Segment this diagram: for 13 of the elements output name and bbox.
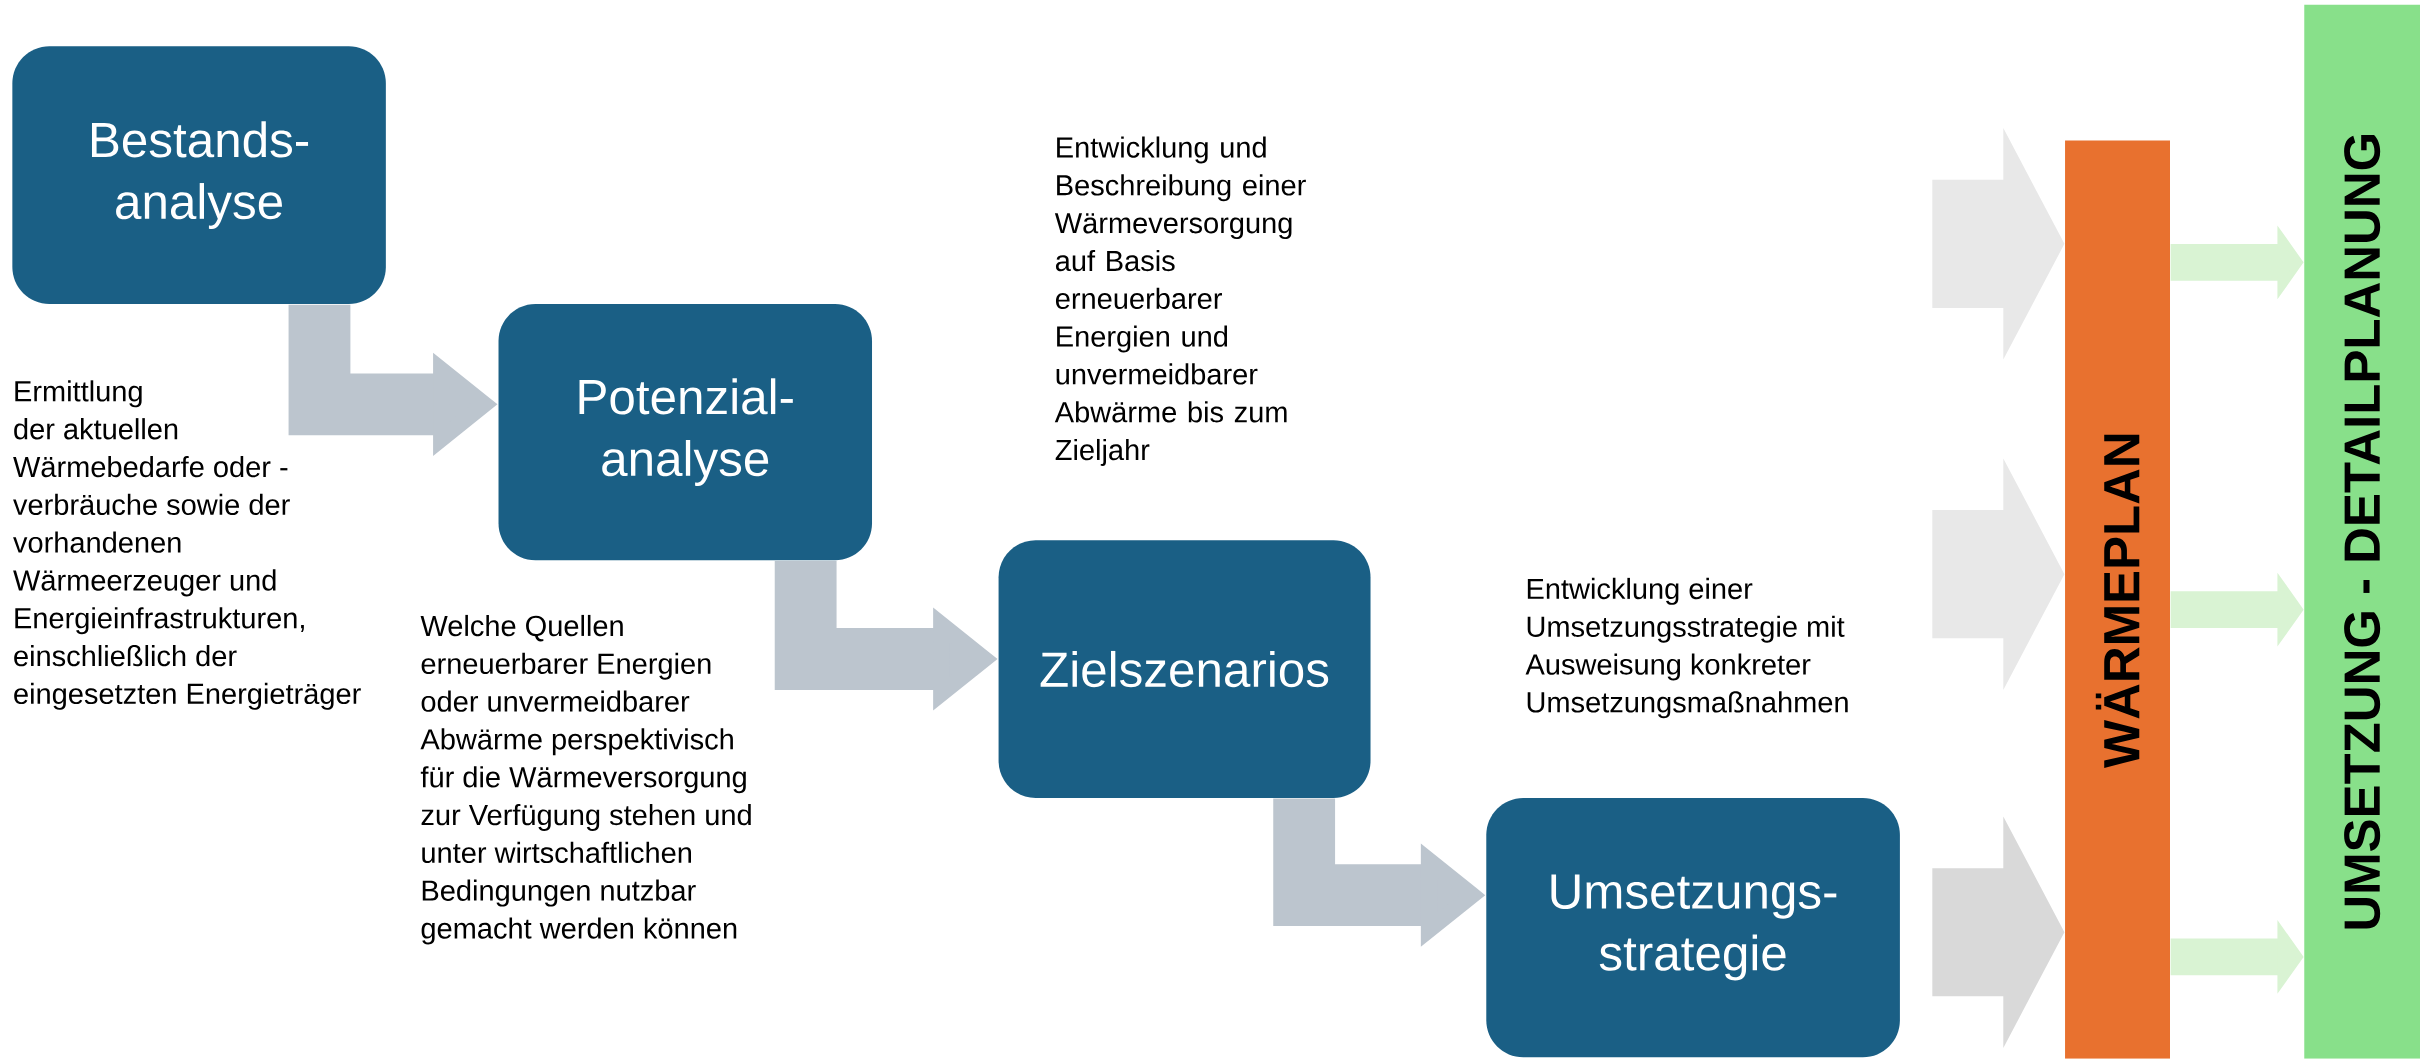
- process-box: Bestands- analyse: [12, 46, 386, 305]
- process-box: Zielszenarios: [998, 540, 1371, 799]
- process-box: Umsetzungs- strategie: [1486, 798, 1900, 1058]
- arrow: [1932, 458, 2065, 690]
- arrow: [1932, 128, 2065, 360]
- process-box: Potenzial- analyse: [498, 304, 872, 561]
- description-text: Welche Quellen erneuerbarer Energien oder unvermeidbarer Abwärme perspektivisch für die Wärmeversorgung zur Verfügung stehen und unter wirtschaftlichen Bedingungen nutzbar gemacht werden können: [420, 615, 751, 945]
- description-text: Ermittlung der aktuellen Wärmebedarfe oder - verbräuche sowie der vorhandenen Wärmeerzeuger und Energieinfrastrukturen, einschließlich der eingesetzten Energieträger: [13, 380, 361, 710]
- description-text: Entwicklung einer Umsetzungsstrategie mit Ausweisung konkreter Umsetzungsmaßnahmen: [1525, 578, 1848, 719]
- arrow: [1932, 816, 2065, 1049]
- description-text: Entwicklung und Beschreibung einer Wärmeversorgung auf Basis erneuerbarer Energien und unvermeidbarer Abwärme bis zum Zieljahr: [1054, 136, 1306, 467]
- phase-bar: UMSETZUNG - DETAILPLANUNG: [2304, 4, 2420, 1059]
- phase-bar: WÄRMEPLAN: [2065, 140, 2170, 1059]
